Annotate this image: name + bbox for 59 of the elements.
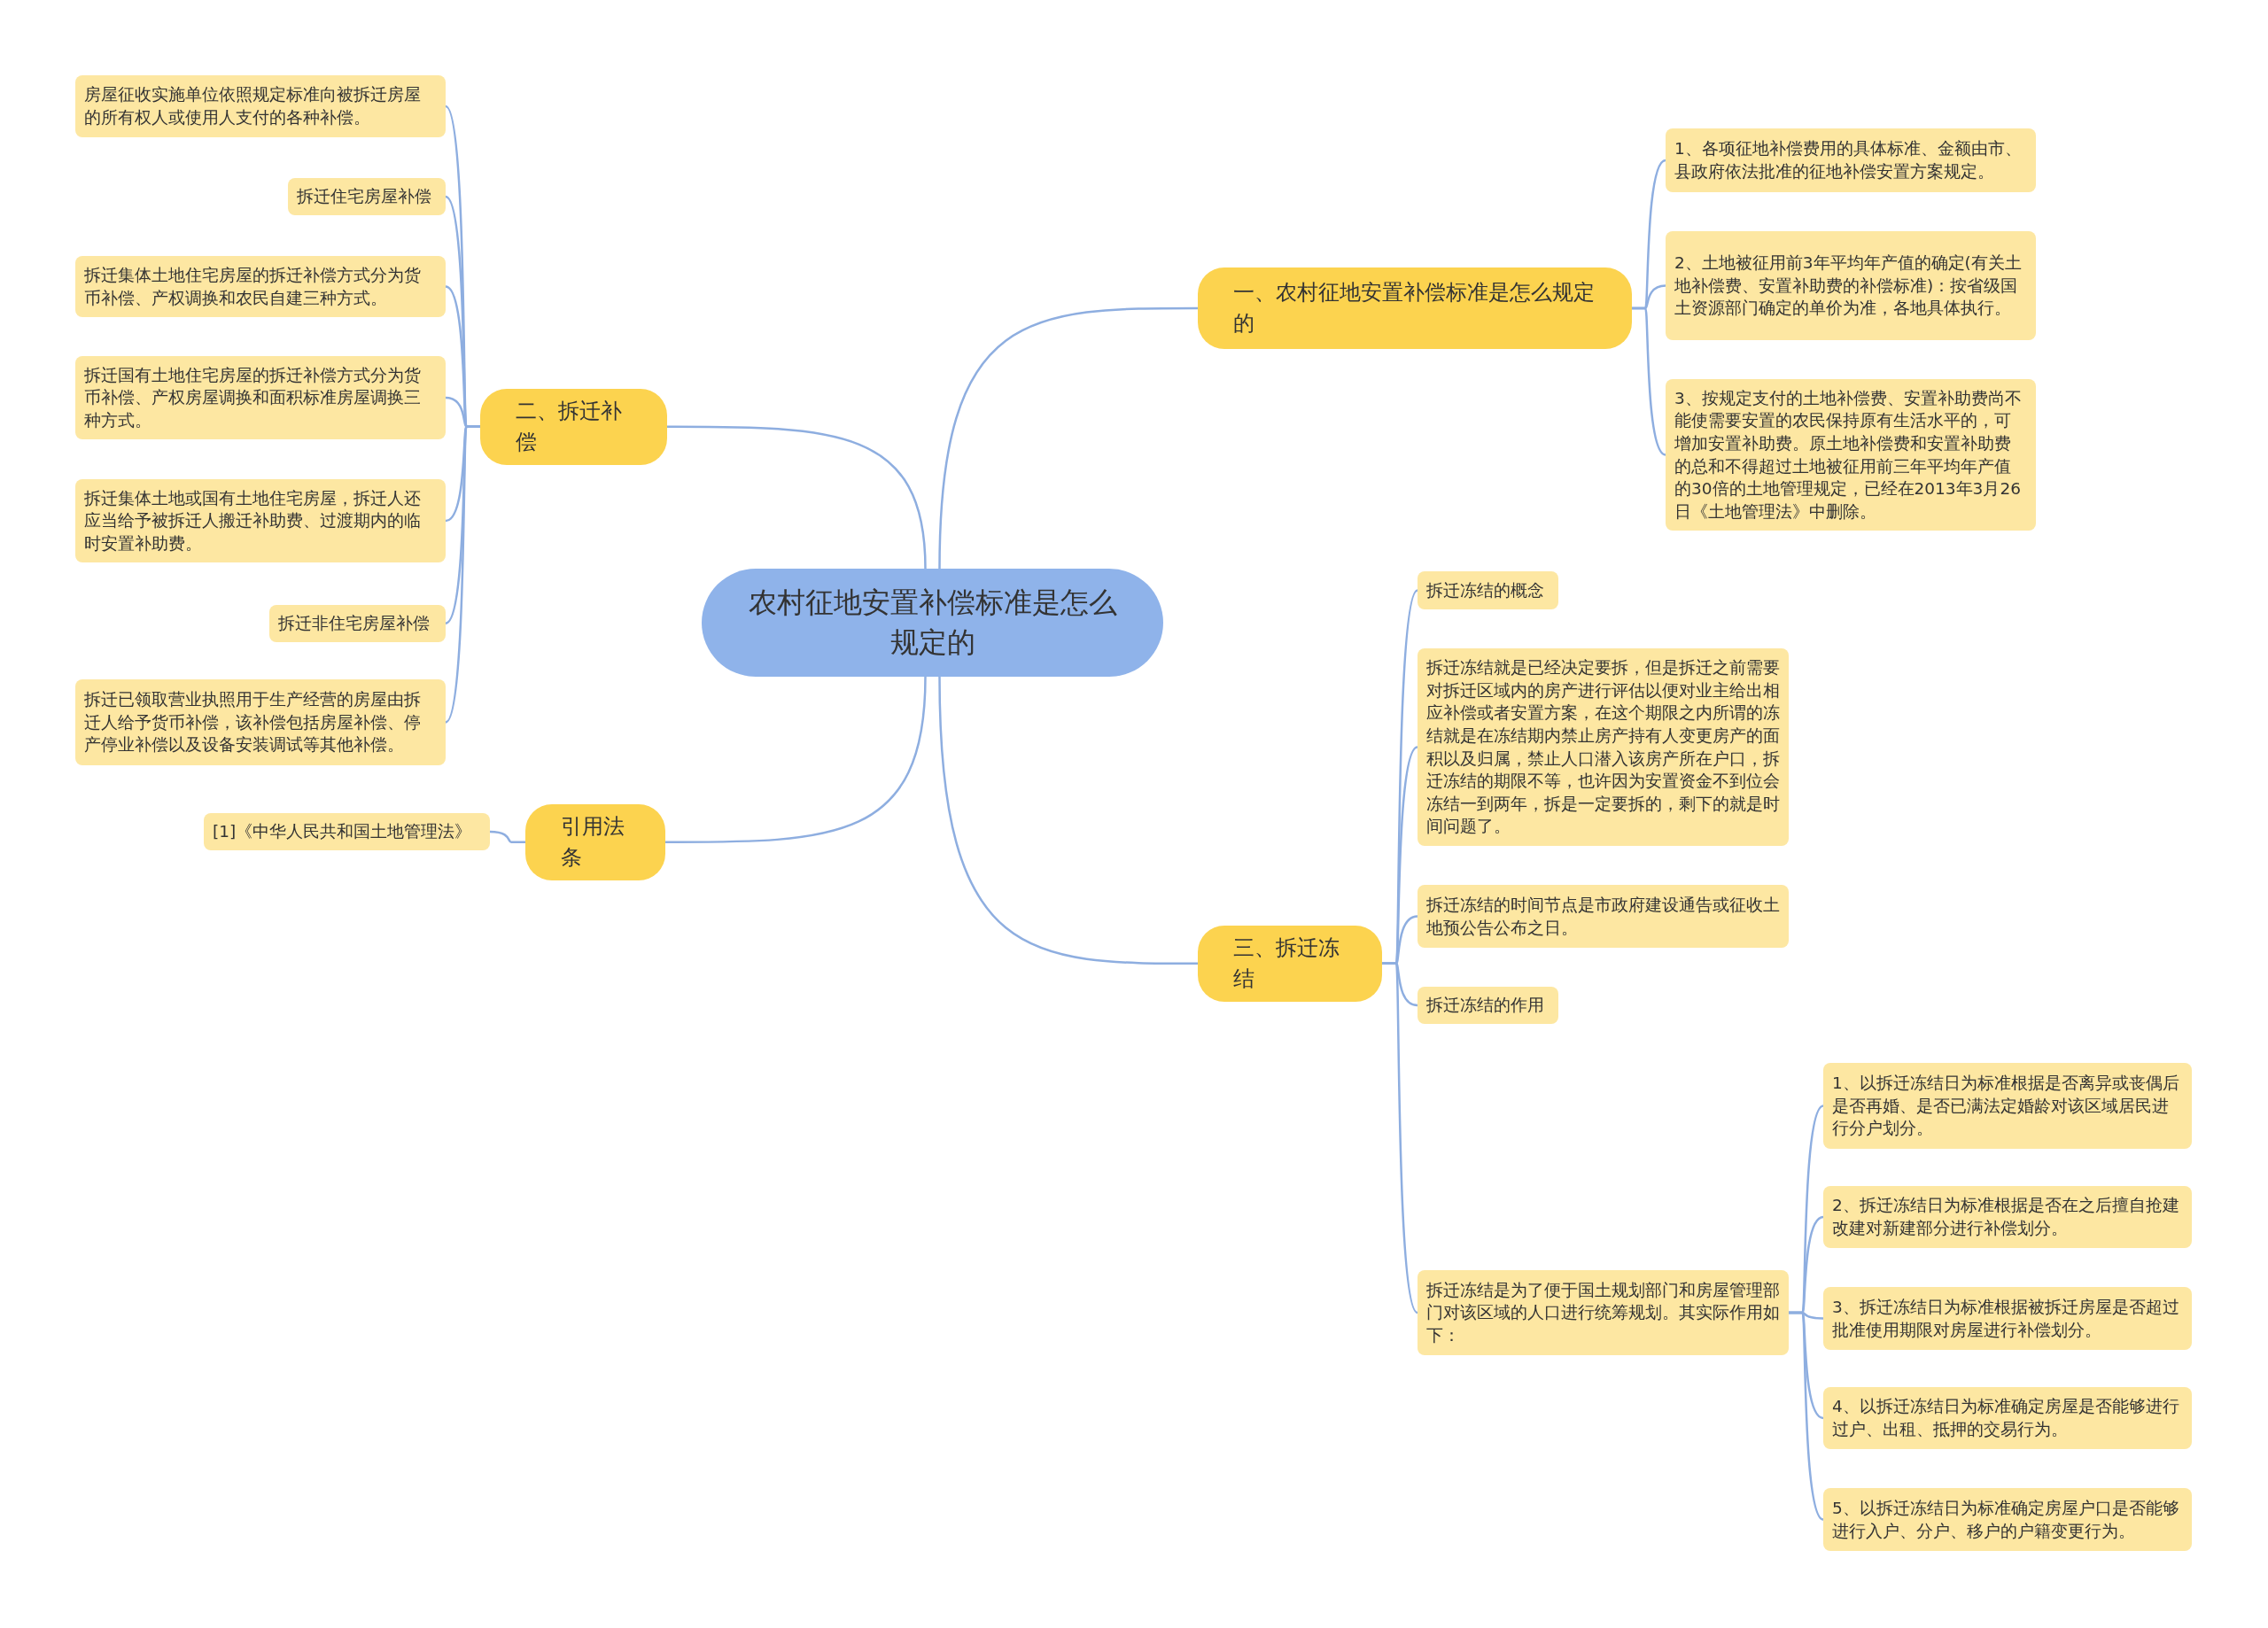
subtopic-text: 拆迁冻结就是已经决定要拆，但是拆迁之前需要对拆迁区域内的房产进行评估以便对业主给出相应补偿或者安置方案，在这个期限之内所谓的冻结就是在冻结期内禁止房产持有人变更房产的面积以及归属，禁止人口潜入该房产所在户口，拆迁冻结的期限不等，也许因为安置资金不到位会冻结一到两年，拆是一定要拆的，剩下的就是时间问题了。 [1426,657,1780,838]
connector-line [1382,962,1419,1314]
subtopic-text: 拆迁冻结是为了便于国土规划部门和房屋管理部门对该区域的人口进行统筹规划。其实际作用如下： [1426,1279,1780,1346]
subtopic-box [75,356,446,439]
subtopic-text: 拆迁集体土地住宅房屋的拆迁补偿方式分为货币补偿、产权调换和农民自建三种方式。 [84,265,422,309]
subtopic-box [1823,1186,2192,1248]
subtopic-box [1418,1270,1789,1355]
subtopic-box [1418,885,1789,948]
subtopic-text: 房屋征收实施单位依照规定标准向被拆迁房屋的所有权人或使用人支付的各种补偿。 [84,84,422,128]
subtopic-box [204,813,490,850]
connector-line [1632,306,1666,456]
connector-line [938,306,1198,570]
connector-line [938,676,1198,965]
subtopic-text: 拆迁冻结的作用 [1426,995,1544,1017]
subtopic-text: 拆迁住宅房屋补偿 [297,186,431,208]
connector-line [489,830,525,844]
connector-line [1789,1311,1824,1521]
branch-topic-text: 三、拆迁冻结 [1233,934,1340,993]
branch-topic-text: 二、拆迁补偿 [516,398,623,456]
connector-line [667,425,927,570]
central-topic-text: 农村征地安置补偿标准是怎么规定的 [747,585,1118,661]
subtopic-box [1666,128,2036,192]
subtopic-text: 4、以拆迁冻结日为标准确定房屋是否能够进行过户、出租、抵押的交易行为。 [1832,1396,2180,1440]
subtopic-text: 拆迁冻结的时间节点是市政府建设通告或征收土地预公告公布之日。 [1426,895,1780,939]
branch-topic [1198,926,1382,1002]
subtopic-box [269,605,446,642]
subtopic-text: 3、按规定支付的土地补偿费、安置补助费尚不能使需要安置的农民保持原有生活水平的，可增加安置补助费。原土地补偿费和安置补助费的总和不得超过土地被征用前三年平均年产值的30倍的土地管理规定，已经在2013年3月26日《土地管理法》中删除。 [1674,387,2023,523]
subtopic-box [1823,1488,2192,1551]
subtopic-box [75,256,446,317]
subtopic-box [75,75,446,137]
subtopic-box [75,479,446,562]
connector-line [445,425,480,724]
branch-topic [1198,267,1632,349]
subtopic-box [1823,1063,2192,1149]
subtopic-text: 1、各项征地补偿费用的具体标准、金额由市、县政府依法批准的征地补偿安置方案规定。 [1674,138,2023,182]
subtopic-box [1418,571,1558,609]
subtopic-box [1823,1387,2192,1449]
subtopic-box [75,679,446,765]
subtopic-text: 拆迁非住宅房屋补偿 [278,613,430,634]
subtopic-text: 3、拆迁冻结日为标准根据被拆迁房屋是否超过批准使用期限对房屋进行补偿划分。 [1832,1297,2180,1341]
subtopic-text: 拆迁集体土地或国有土地住宅房屋，拆迁人还应当给予被拆迁人搬迁补助费、过渡期内的临时安置补助费。 [84,487,422,554]
branch-topic [480,389,667,465]
branch-topic-text: 引用法条 [561,813,625,872]
subtopic-text: 1、以拆迁冻结日为标准根据是否离异或丧偶后是否再婚、是否已满法定婚龄对该区域居民进行分户划分。 [1832,1073,2180,1140]
subtopic-text: 拆迁国有土地住宅房屋的拆迁补偿方式分为货币补偿、产权房屋调换和面积标准房屋调换三种方式。 [84,364,422,431]
subtopic-text: 5、以拆迁冻结日为标准确定房屋户口是否能够进行入户、分户、移户的户籍变更行为。 [1832,1498,2180,1542]
subtopic-box [1823,1287,2192,1350]
subtopic-box [1666,379,2036,531]
subtopic-text: 拆迁冻结的概念 [1426,579,1544,601]
branch-topic [525,804,665,880]
subtopic-text: 拆迁已领取营业执照用于生产经营的房屋由拆迁人给予货币补偿，该补偿包括房屋补偿、停产停业补偿以及设备安装调试等其他补偿。 [84,689,422,756]
subtopic-box [288,178,446,215]
subtopic-text: 2、土地被征用前3年平均年产值的确定(有关土地补偿费、安置补助费的补偿标准)：按省级国土资源部门确定的单价为准，各地具体执行。 [1674,252,2023,320]
subtopic-box [1418,987,1558,1024]
subtopic-text: [1]《中华人民共和国土地管理法》 [213,821,472,843]
subtopic-text: 2、拆迁冻结日为标准根据是否在之后擅自抢建改建对新建部分进行补偿划分。 [1832,1195,2180,1239]
branch-topic-text: 一、农村征地安置补偿标准是怎么规定的 [1233,279,1596,337]
connector-line [665,676,927,844]
subtopic-box [1666,231,2036,340]
